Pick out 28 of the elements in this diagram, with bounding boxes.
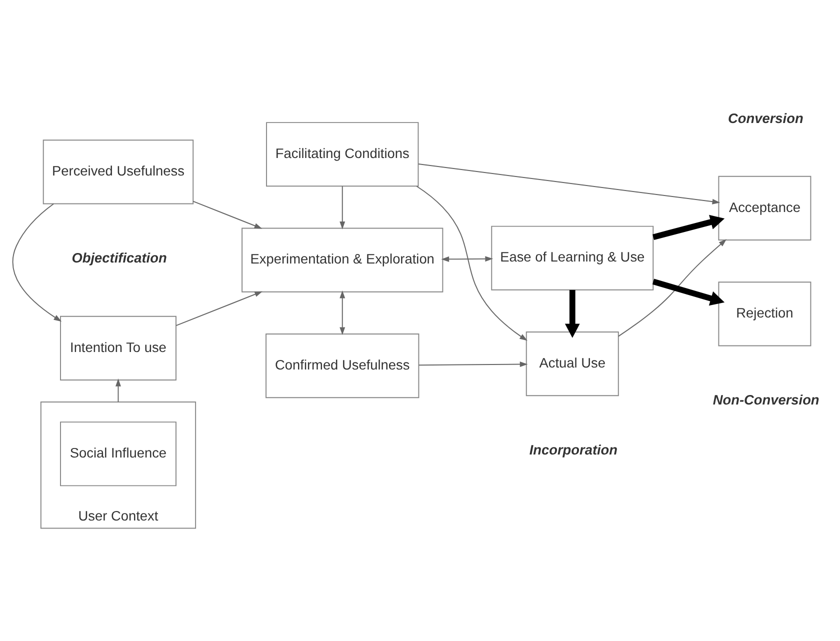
label: Objectification	[72, 250, 167, 266]
node-box: Rejection	[718, 281, 812, 346]
arrow	[618, 238, 727, 336]
arrow	[340, 185, 346, 229]
node-box: Intention To use	[60, 315, 176, 380]
arrow	[418, 361, 528, 366]
node-box: Social Influence	[60, 421, 176, 486]
label: Conversion	[728, 110, 804, 126]
node-box: Actual Use	[526, 331, 619, 396]
arrow	[176, 290, 263, 326]
node-box: Confirmed Usefulness	[266, 332, 420, 398]
arrow	[652, 278, 725, 306]
arrow	[416, 185, 528, 340]
arrow	[441, 256, 494, 262]
arrow	[12, 202, 62, 322]
node-box: Experimentation & Exploration	[242, 227, 444, 292]
node-box: Ease of Learning & Use	[491, 225, 654, 290]
arrow	[340, 290, 346, 335]
node-box: Acceptance	[718, 175, 812, 240]
arrow	[192, 200, 262, 228]
arrow	[652, 214, 725, 240]
arrow	[564, 289, 580, 338]
node-box: Perceived Usefulness	[42, 139, 194, 204]
arrow	[115, 378, 121, 402]
arrow	[418, 163, 720, 204]
label: Incorporation	[529, 442, 618, 458]
label: Non-Conversion	[712, 392, 820, 408]
node-box: Facilitating Conditions	[266, 122, 419, 186]
